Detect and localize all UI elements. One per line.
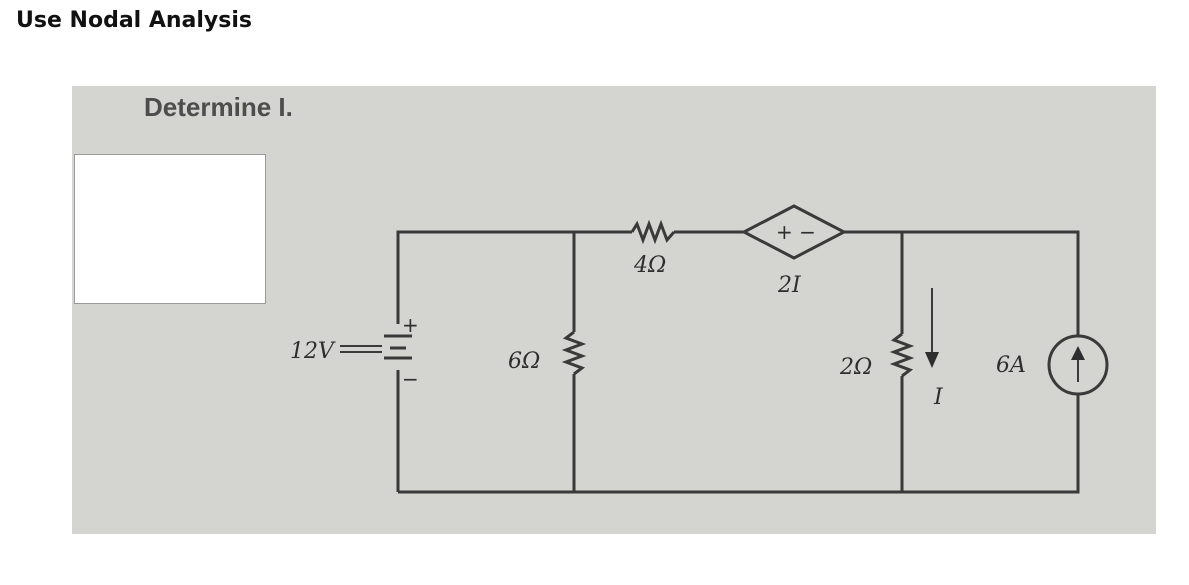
current-arrow-i: I [925, 288, 944, 410]
problem-image: Determine I. 12V + − 6Ω [72, 86, 1156, 534]
resistor-2-ohm-label: 2Ω [839, 355, 872, 380]
resistor-6-ohm: 6Ω [508, 232, 587, 492]
current-source-label: 6A [996, 353, 1026, 378]
voltage-source-12v: 12V + − [290, 313, 419, 391]
voltage-minus-sign: − [402, 367, 419, 391]
answer-box[interactable] [74, 154, 266, 304]
resistor-4-ohm: 4Ω [630, 219, 676, 278]
current-label: I [933, 385, 944, 410]
voltage-plus-sign: + [402, 313, 419, 337]
problem-title: Determine I. [144, 92, 293, 122]
voltage-label: 12V [290, 339, 336, 364]
dependent-source-label: 2I [777, 273, 802, 298]
current-source-6a: 6A [996, 334, 1109, 396]
top-wire-right [844, 230, 1080, 336]
dependent-voltage-source: + − 2I [740, 204, 848, 298]
page-heading: Use Nodal Analysis [16, 8, 253, 33]
resistor-6-ohm-label: 6Ω [508, 349, 540, 374]
dependent-source-polarity: + − [776, 220, 816, 244]
resistor-4-ohm-label: 4Ω [633, 253, 666, 278]
bottom-wire [398, 394, 1080, 494]
resistor-2-ohm: 2Ω [839, 232, 915, 492]
left-wire [396, 230, 574, 492]
circuit-diagram: 12V + − 6Ω 4Ω + − 2I 2Ω [290, 204, 1109, 494]
